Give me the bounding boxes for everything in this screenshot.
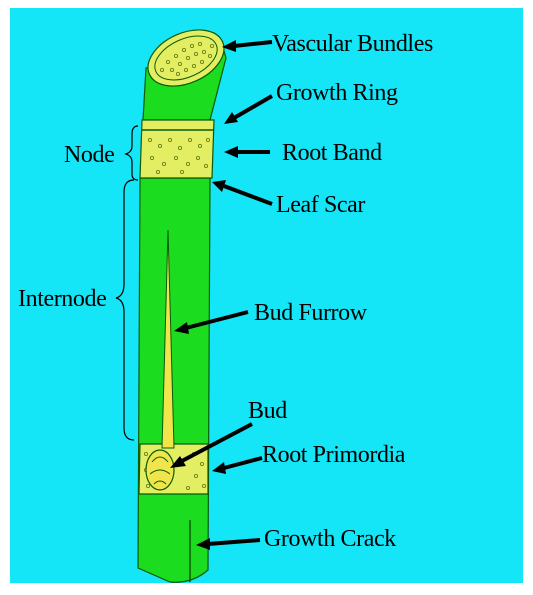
label-vascular-bundles: Vascular Bundles: [272, 31, 433, 57]
label-node: Node: [64, 142, 114, 168]
label-bud: Bud: [248, 398, 287, 424]
label-bud-furrow: Bud Furrow: [254, 300, 368, 326]
internode-body: [138, 178, 210, 582]
label-root-primordia: Root Primordia: [262, 442, 406, 468]
label-internode: Internode: [18, 286, 106, 312]
node-band: [140, 120, 214, 178]
label-growth-ring: Growth Ring: [276, 80, 398, 106]
label-growth-crack: Growth Crack: [264, 526, 396, 552]
label-leaf-scar: Leaf Scar: [276, 192, 365, 218]
label-root-band: Root Band: [282, 140, 382, 166]
